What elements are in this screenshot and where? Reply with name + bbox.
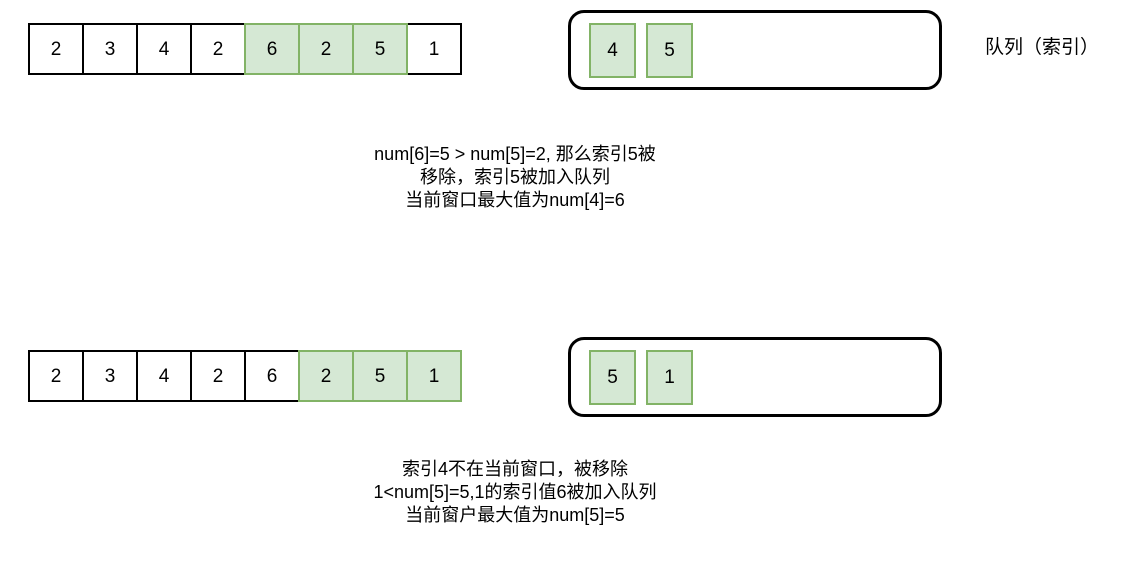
queue-box-step-1: 4 5 [568, 10, 942, 90]
array-cell: 3 [82, 23, 138, 75]
array-cell-highlighted: 2 [298, 23, 354, 75]
array-row-step-2: 2 3 4 2 6 2 5 1 [28, 350, 462, 402]
array-cell-highlighted: 5 [352, 350, 408, 402]
array-row-step-1: 2 3 4 2 6 2 5 1 [28, 23, 462, 75]
array-cell-highlighted: 2 [298, 350, 354, 402]
queue-box-step-2: 5 1 [568, 337, 942, 417]
array-cell-highlighted: 5 [352, 23, 408, 75]
caption-line: 1<num[5]=5,1的索引值6被加入队列 [373, 482, 657, 502]
caption-line: 索引4不在当前窗口，被移除 [401, 459, 628, 479]
array-cell: 2 [28, 23, 84, 75]
caption-line: 移除，索引5被加入队列 [419, 167, 610, 187]
queue-label: 队列（索引） [985, 37, 1100, 58]
caption-line: num[6]=5 > num[5]=2, 那么索引5被 [374, 144, 656, 164]
array-cell: 1 [406, 23, 462, 75]
array-cell: 2 [190, 350, 246, 402]
queue-item: 5 [646, 22, 693, 78]
queue-item: 4 [589, 22, 636, 78]
array-cell: 6 [244, 350, 300, 402]
array-cell: 3 [82, 350, 138, 402]
array-cell: 4 [136, 350, 192, 402]
caption-step-1: num[6]=5 > num[5]=2, 那么索引5被 移除，索引5被加入队列 … [215, 143, 815, 212]
caption-step-2: 索引4不在当前窗口，被移除 1<num[5]=5,1的索引值6被加入队列 当前窗… [215, 458, 815, 527]
array-cell: 2 [190, 23, 246, 75]
queue-item: 1 [646, 349, 693, 405]
array-cell: 4 [136, 23, 192, 75]
array-cell: 2 [28, 350, 84, 402]
caption-line: 当前窗口最大值为num[4]=6 [405, 190, 625, 210]
array-cell-highlighted: 6 [244, 23, 300, 75]
caption-line: 当前窗户最大值为num[5]=5 [405, 505, 625, 525]
queue-item: 5 [589, 349, 636, 405]
array-cell-highlighted: 1 [406, 350, 462, 402]
